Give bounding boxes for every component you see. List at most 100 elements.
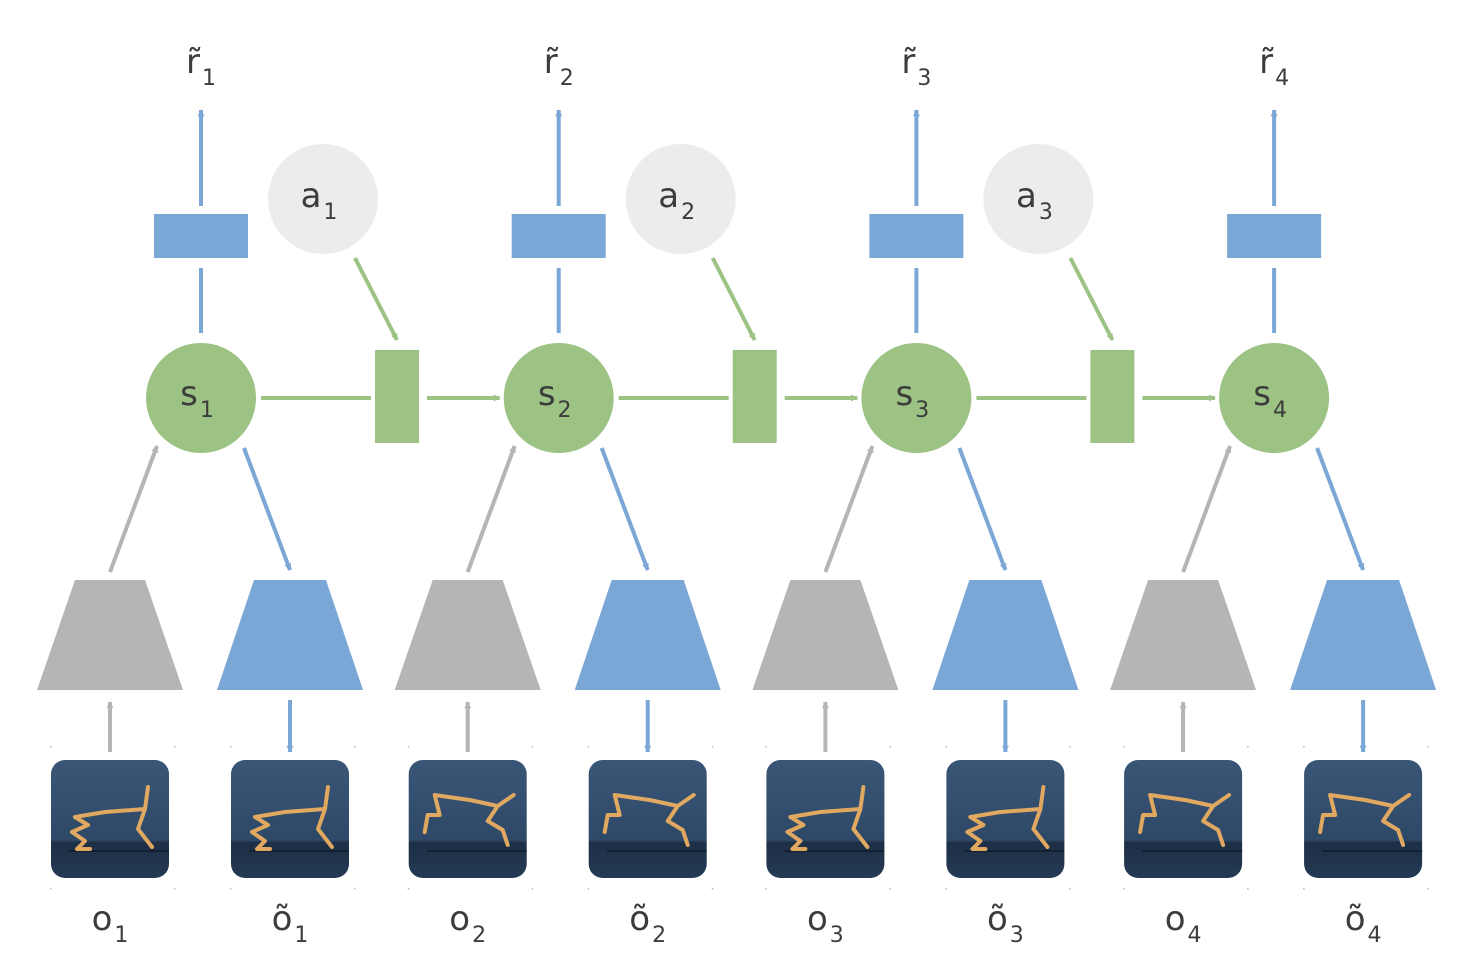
- reward-label-1-symbol: r̃: [186, 42, 200, 82]
- observation-label-3-symbol: o: [807, 899, 828, 939]
- crop-mark: [945, 888, 947, 890]
- reconstruction-label-2-symbol: õ: [629, 899, 650, 939]
- action-label-3: a3: [1016, 176, 1053, 225]
- crop-mark: [230, 746, 232, 748]
- crop-mark: [711, 888, 714, 890]
- edges-layer: [106, 109, 1367, 753]
- reconstruction-image-2: [587, 746, 714, 890]
- observation-label-3-index: 3: [830, 923, 844, 948]
- crop-mark: [174, 746, 176, 748]
- state-to-decoder-arrow: [1315, 447, 1365, 571]
- observation-image-2: [407, 746, 534, 890]
- nodes-layer: [37, 144, 1437, 890]
- decoder-trapezoid-1: [217, 580, 363, 690]
- observation-image-3: [765, 746, 891, 890]
- cheetah-figure: [250, 785, 334, 851]
- image-background: [588, 760, 707, 878]
- transition-block-2: [732, 350, 777, 443]
- action-node-1: [268, 144, 378, 254]
- crop-mark: [1069, 888, 1071, 890]
- cheetah-figure: [1138, 793, 1232, 847]
- image-background: [1124, 760, 1243, 878]
- observation-label-1-symbol: o: [92, 899, 113, 939]
- crop-mark: [1427, 888, 1429, 890]
- reward-label-4: r̃4: [1259, 42, 1289, 91]
- reconstruction-label-1-symbol: õ: [272, 899, 293, 939]
- transition-block-3: [1090, 350, 1135, 443]
- state-label-2-index: 2: [558, 398, 572, 423]
- reconstruction-image-3: [945, 746, 1071, 890]
- crop-mark: [765, 888, 767, 890]
- reconstruction-label-4-index: 4: [1368, 923, 1382, 948]
- reward-decoder-block: [869, 214, 964, 258]
- reconstruction-image-4: [1303, 746, 1429, 890]
- reward-label-2: r̃2: [544, 42, 574, 91]
- crop-mark: [531, 746, 534, 748]
- action-label-2-index: 2: [681, 200, 695, 225]
- action-node-2: [625, 144, 736, 254]
- cheetah-figure: [785, 785, 870, 851]
- state-node-3: [861, 343, 972, 453]
- state-node-1: [146, 343, 256, 453]
- state-label-1: s1: [180, 374, 214, 423]
- reward-label-2-index: 2: [560, 66, 574, 91]
- observation-label-2-symbol: o: [449, 899, 470, 939]
- image-background: [1304, 760, 1423, 878]
- crop-mark: [1123, 888, 1125, 890]
- crop-mark: [889, 888, 891, 890]
- decoder-trapezoid-3: [932, 580, 1079, 690]
- action-label-3-index: 3: [1039, 200, 1053, 225]
- reward-label-3-index: 3: [917, 66, 931, 91]
- action-label-2-symbol: a: [658, 176, 679, 216]
- state-to-decoder-arrow: [957, 447, 1008, 571]
- crop-mark: [407, 746, 410, 748]
- state-label-4-index: 4: [1273, 398, 1287, 423]
- decoder-trapezoid-2: [574, 580, 721, 690]
- crop-mark: [50, 888, 52, 890]
- crop-mark: [765, 746, 767, 748]
- reward-decoder-block: [154, 214, 248, 258]
- reward-label-1-index: 1: [202, 66, 216, 91]
- encoder-to-state-arrow: [465, 445, 517, 573]
- action-to-transition-arrow: [1068, 257, 1115, 341]
- observation-image-4: [1123, 746, 1249, 890]
- encoder-trapezoid-4: [1110, 580, 1257, 690]
- encoder-trapezoid-3: [752, 580, 899, 690]
- crop-mark: [587, 746, 590, 748]
- state-node-2: [503, 343, 614, 453]
- cheetah-figure: [1318, 793, 1412, 847]
- crop-mark: [587, 888, 590, 890]
- state-node-4: [1219, 343, 1330, 453]
- crop-mark: [50, 746, 52, 748]
- action-label-1-symbol: a: [301, 176, 322, 216]
- image-background: [231, 760, 349, 878]
- reward-decoder-block: [1227, 214, 1322, 258]
- state-to-decoder-arrow: [242, 447, 292, 571]
- crop-mark: [1123, 746, 1125, 748]
- observation-label-2: o2: [449, 899, 486, 948]
- crop-mark: [407, 888, 410, 890]
- state-label-4: s4: [1253, 374, 1287, 423]
- cheetah-figure: [965, 785, 1050, 851]
- action-to-transition-arrow: [710, 257, 757, 341]
- reward-label-4-index: 4: [1275, 66, 1289, 91]
- reconstruction-label-3-symbol: õ: [987, 899, 1008, 939]
- observation-image-1: [50, 746, 176, 890]
- cheetah-figure: [70, 785, 154, 851]
- encoder-trapezoid-1: [37, 580, 183, 690]
- transition-block-1: [375, 350, 419, 443]
- observation-label-1: o1: [92, 899, 129, 948]
- reconstruction-label-2-index: 2: [652, 923, 666, 948]
- reward-label-1: r̃1: [186, 42, 216, 91]
- reconstruction-label-4-symbol: õ: [1345, 899, 1366, 939]
- action-label-1: a1: [301, 176, 338, 225]
- crop-mark: [945, 746, 947, 748]
- state-label-4-symbol: s: [1253, 374, 1271, 414]
- reward-label-3: r̃3: [901, 42, 931, 91]
- crop-mark: [889, 746, 891, 748]
- state-label-1-symbol: s: [180, 374, 198, 414]
- reward-label-4-symbol: r̃: [1259, 42, 1273, 82]
- observation-label-4-symbol: o: [1165, 899, 1186, 939]
- state-to-decoder-arrow: [599, 447, 650, 571]
